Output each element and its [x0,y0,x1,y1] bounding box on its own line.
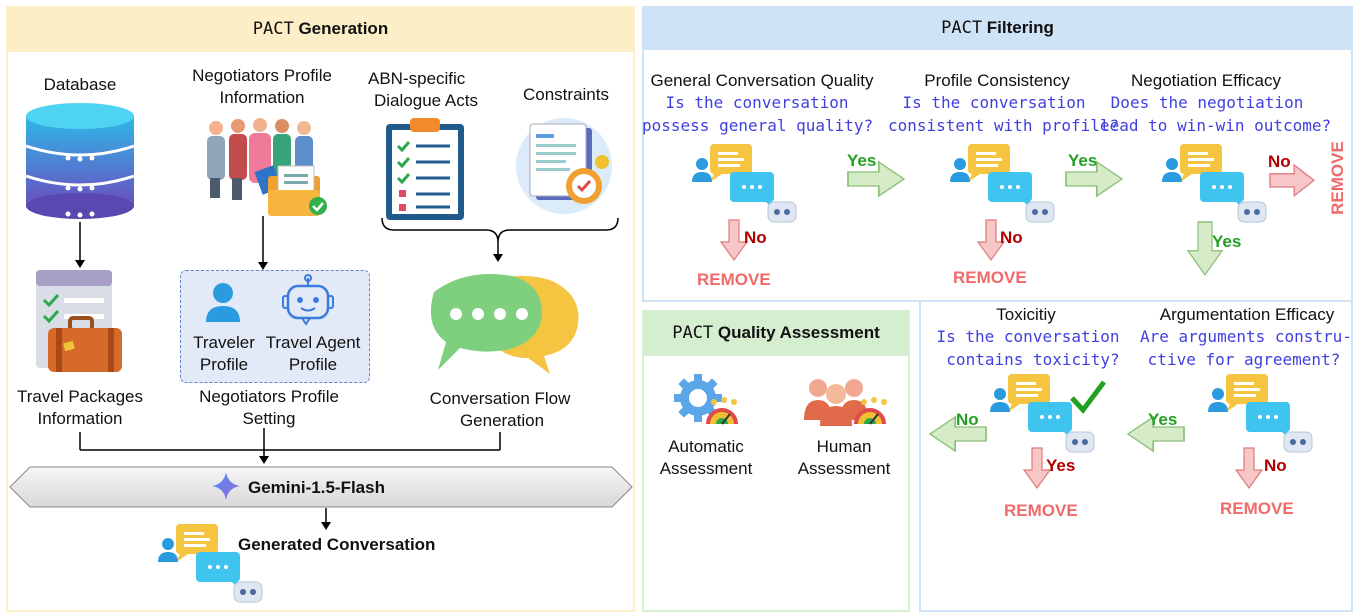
human-assessment-label-2: Assessment [797,459,891,478]
profile-yes-label: Yes [1068,151,1098,170]
travel-packages-icon [36,270,122,372]
profile-info-label-2: Information [219,88,305,107]
toxicity-title: Toxicitiy [996,305,1056,324]
profile-remove-label: REMOVE [953,268,1027,287]
database-icon [25,103,135,219]
profile-no-label: No [1000,228,1023,247]
efficacy-question-1: Does the negotiation [1110,93,1304,112]
generation-header: PACT Generation [6,6,635,52]
automatic-assessment-icon [674,374,738,425]
argumentation-yes-label: Yes [1148,410,1178,429]
constraints-label: Constraints [523,85,609,104]
filtering-title-text: Filtering [982,18,1054,37]
quality-question-2: possess general quality? [642,116,874,135]
profile-title: Profile Consistency [924,71,1070,90]
connector-to-gemini [79,428,501,464]
robot-agent-icon [282,274,334,326]
argumentation-title: Argumentation Efficacy [1159,305,1335,324]
toxicity-question-2: contains toxicity? [946,350,1120,369]
assessment-title-mono: PACT [672,323,714,343]
profile-setting-box [180,270,370,383]
argumentation-no-label: No [1264,456,1287,475]
efficacy-question-2: lead to win-win outcome? [1100,116,1332,135]
quality-remove-label: REMOVE [697,270,771,289]
human-assessment-label-1: Human [816,437,872,456]
agent-label-2: Profile [288,355,338,374]
generation-title-text: Generation [293,19,389,38]
efficacy-no-label: No [1268,152,1291,171]
quality-title: General Conversation Quality [650,71,874,90]
filtering-title-mono: PACT [941,18,983,38]
profile-question-1: Is the conversation [902,93,1086,112]
gemini-bar [9,466,633,508]
bracket-abn-constraints [381,217,619,262]
toxicity-question-1: Is the conversation [936,327,1120,346]
chat-bubbles-icon [430,274,579,374]
arrow-db-packages [75,222,85,268]
profile-setting-label-1: Negotiators Profile [199,387,339,406]
traveler-label-1: Traveler [193,333,255,352]
people-group-icon [207,118,327,216]
assessment-header: PACT Quality Assessment [642,310,910,356]
argumentation-question-1: Are arguments constru- [1140,327,1352,346]
quality-chat-icon [691,143,797,223]
automatic-assessment-label-2: Assessment [659,459,753,478]
database-label: Database [43,75,117,94]
check-mark-icon [1070,380,1106,414]
argumentation-chat-icon [1207,373,1313,453]
gemini-label: Gemini-1.5-Flash [248,478,385,497]
profile-setting-label-2: Setting [242,409,296,428]
abn-label-2: Dialogue Acts [374,91,478,110]
traveler-label-2: Profile [199,355,249,374]
checklist-icon [386,118,464,220]
argumentation-remove-label: REMOVE [1220,499,1294,518]
argumentation-question-2: ctive for agreement? [1147,350,1341,369]
profile-question-2: consistent with profile? [888,116,1120,135]
constraints-settings-icon [516,118,612,214]
arrow-profile-setting [258,216,268,270]
travel-packages-label-2: Information [37,409,123,428]
efficacy-title: Negotiation Efficacy [1131,71,1281,90]
quality-question-1: Is the conversation [665,93,849,112]
efficacy-remove-label: REMOVE [1328,141,1347,215]
assessment-title-text: Quality Assessment [713,323,880,342]
profile-chat-icon [949,143,1055,223]
traveler-icon [206,283,240,322]
abn-label-1: ABN-specific [368,69,466,88]
quality-yes-label: Yes [847,151,877,170]
generated-conversation-icon [158,524,263,603]
agent-label-1: Travel Agent [265,333,361,352]
flow-label-2: Generation [459,411,545,430]
flow-label-1: Conversation Flow [429,389,571,408]
quality-no-label: No [744,228,767,247]
human-assessment-icon [804,379,887,426]
automatic-assessment-label-1: Automatic [668,437,744,456]
generation-title-mono: PACT [252,19,294,39]
efficacy-yes-label: Yes [1212,232,1242,251]
assessment-panel [642,310,910,612]
argumentation-remove-arrow [1235,447,1263,489]
efficacy-chat-icon [1161,143,1267,223]
toxicity-no-label: No [956,410,979,429]
generated-conversation-label: Generated Conversation [238,535,436,554]
filtering-panel-bottom [919,300,1353,612]
gemini-star-icon [212,472,240,500]
profile-info-label-1: Negotiators Profile [192,66,332,85]
toxicity-yes-label: Yes [1046,456,1076,475]
filtering-header: PACT Filtering [642,6,1353,50]
toxicity-remove-label: REMOVE [1004,501,1078,520]
arrow-gemini-generated [321,508,331,530]
travel-packages-label-1: Travel Packages [17,387,143,406]
